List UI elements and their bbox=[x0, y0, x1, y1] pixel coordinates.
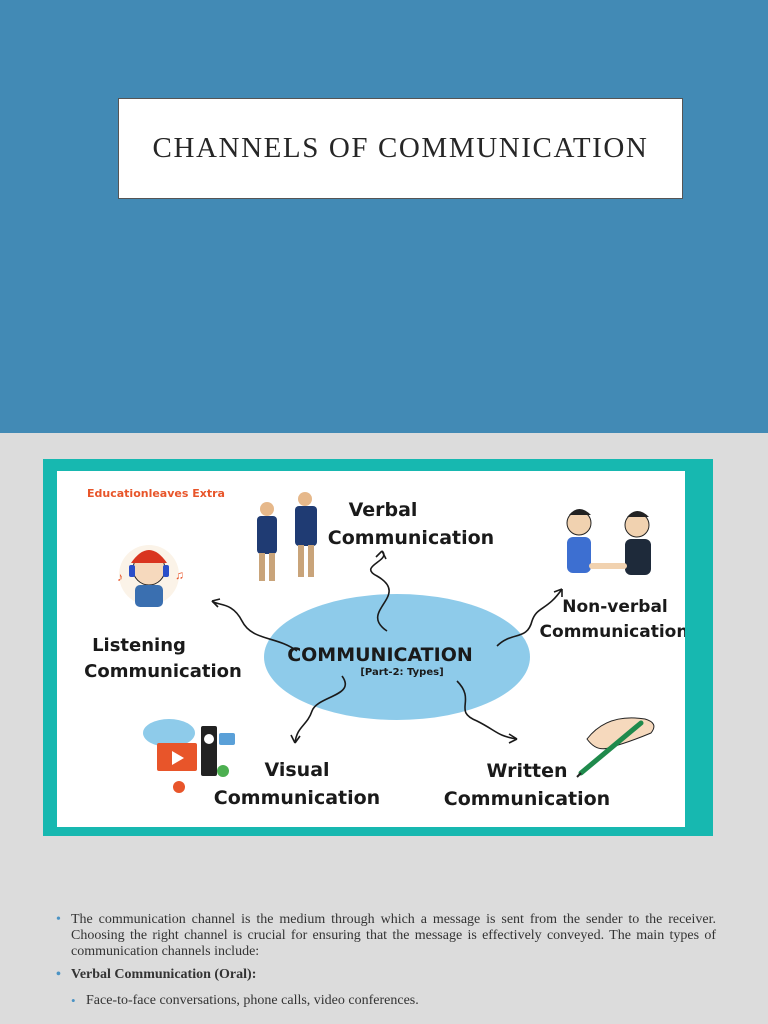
title-box: CHANNELS OF COMMUNICATION bbox=[118, 98, 683, 199]
bullet-verbal-heading: • Verbal Communication (Oral): bbox=[56, 967, 716, 983]
visual-label-line1: Visual bbox=[264, 759, 329, 781]
verbal-label-line2: Communication bbox=[328, 527, 494, 549]
verbal-people-icon bbox=[257, 492, 317, 581]
slide-title: CHANNELS OF COMMUNICATION bbox=[152, 132, 649, 164]
visual-label-line2: Communication bbox=[214, 787, 380, 809]
pen-hand-icon bbox=[576, 717, 655, 778]
headphones-person-icon: ♪ ♫ bbox=[117, 545, 184, 607]
verbal-label-line1: Verbal bbox=[349, 499, 418, 521]
bullet-intro-text: The communication channel is the medium … bbox=[71, 912, 716, 959]
arrow-to-written bbox=[456, 680, 518, 740]
sub-bullet-dot: • bbox=[71, 993, 76, 1008]
title-banner: CHANNELS OF COMMUNICATION bbox=[0, 0, 768, 433]
svg-text:♪: ♪ bbox=[117, 570, 123, 584]
arrowhead-written bbox=[508, 733, 518, 744]
center-subtitle: [Part-2: Types] bbox=[360, 667, 443, 678]
media-icons bbox=[143, 719, 235, 793]
verbal-heading-text: Verbal Communication (Oral): bbox=[71, 967, 257, 982]
watermark-text: Educationleaves Extra bbox=[87, 487, 225, 500]
center-title: COMMUNICATION bbox=[287, 644, 473, 666]
arrowhead-nonverbal bbox=[553, 588, 563, 597]
arrow-to-visual bbox=[294, 675, 346, 744]
arrowhead-listening bbox=[211, 598, 221, 608]
bullet-intro: • The communication channel is the mediu… bbox=[56, 912, 716, 960]
arrowhead-visual bbox=[290, 734, 301, 744]
arrow-to-nonverbal bbox=[496, 588, 563, 647]
nonverbal-label-line2: Communication bbox=[540, 622, 685, 642]
verbal-examples-text: Face-to-face conversations, phone calls,… bbox=[86, 993, 419, 1008]
arrow-to-listening bbox=[211, 600, 298, 652]
handshake-icon bbox=[566, 509, 651, 575]
communication-types-figure: Educationleaves Extra COMMUNICATION [Par… bbox=[43, 459, 713, 836]
arrow-to-verbal bbox=[369, 550, 390, 632]
written-label-line1: Written bbox=[486, 760, 567, 782]
bullet-verbal-examples: • Face-to-face conversations, phone call… bbox=[56, 993, 716, 1009]
listening-label-line1: Listening bbox=[92, 635, 186, 656]
nonverbal-label-line1: Non-verbal bbox=[562, 597, 668, 617]
svg-text:♫: ♫ bbox=[175, 568, 184, 582]
arrowhead-verbal bbox=[375, 550, 387, 560]
connector-arrows bbox=[211, 550, 563, 744]
figure-canvas: Educationleaves Extra COMMUNICATION [Par… bbox=[57, 471, 685, 827]
bullet-dot: • bbox=[56, 912, 61, 927]
bullet-dot: • bbox=[56, 967, 61, 982]
written-label-line2: Communication bbox=[444, 788, 610, 810]
diagram-svg: Educationleaves Extra COMMUNICATION [Par… bbox=[84, 487, 685, 810]
listening-label-line2: Communication bbox=[84, 661, 242, 682]
bullet-list: • The communication channel is the mediu… bbox=[56, 912, 716, 1009]
